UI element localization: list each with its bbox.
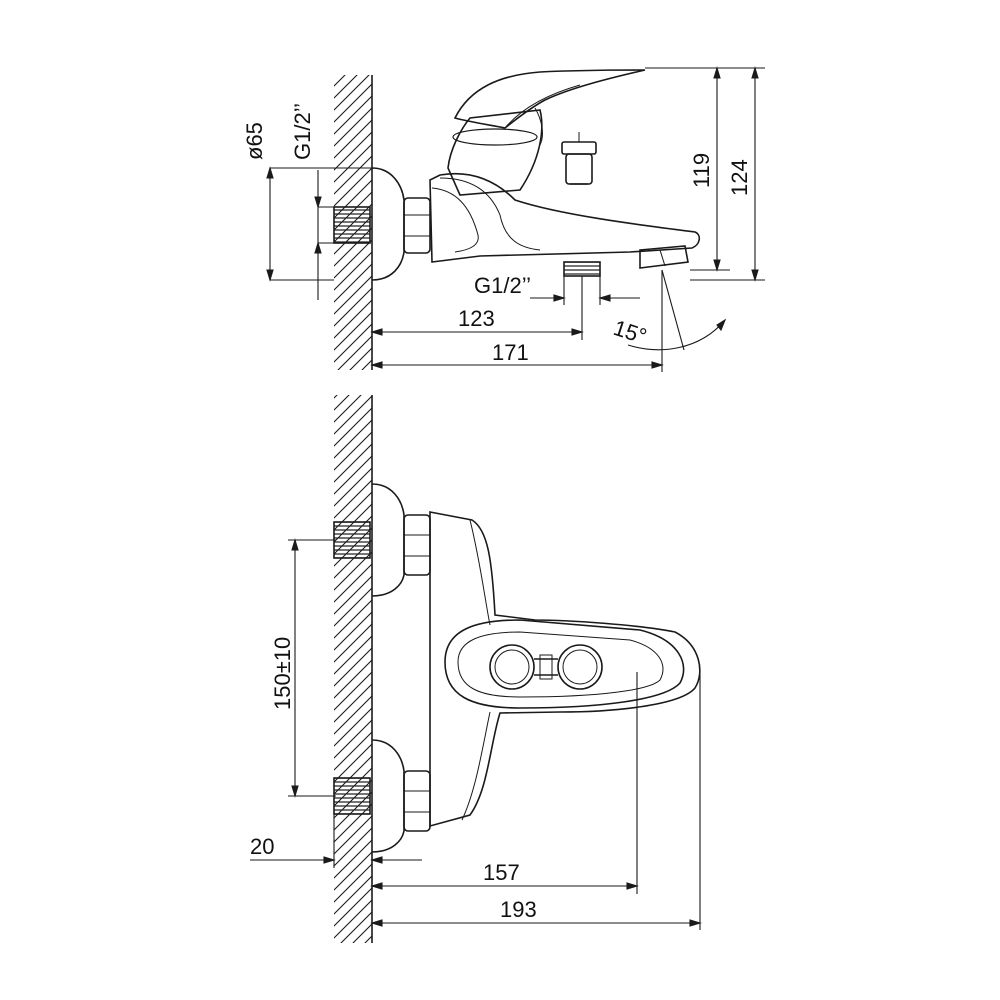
front-view-dimensions bbox=[250, 538, 702, 930]
dim-157: 157 bbox=[483, 860, 520, 885]
diverter-knob-top bbox=[565, 153, 593, 185]
side-view-dimensions bbox=[266, 66, 765, 372]
diverter-knob-right bbox=[557, 644, 603, 690]
dim-d65: ø65 bbox=[242, 122, 267, 160]
dim-171: 171 bbox=[492, 340, 529, 365]
cartridge-housing-top bbox=[447, 109, 543, 196]
mixer-body-top bbox=[429, 172, 701, 263]
lever-handle-top bbox=[453, 69, 646, 129]
diverter-cap-top bbox=[561, 141, 597, 155]
rosette-lower bbox=[371, 739, 405, 853]
dim-g12-wall: G1/2’’ bbox=[290, 103, 315, 160]
nut-upper bbox=[403, 514, 431, 576]
dim-150: 150±10 bbox=[270, 637, 295, 710]
dim-g12-outlet: G1/2’’ bbox=[474, 273, 531, 298]
wall-thread-upper bbox=[333, 521, 371, 559]
side-view bbox=[333, 69, 701, 370]
rosette-upper bbox=[371, 483, 405, 597]
mixer-body-front bbox=[429, 511, 701, 828]
front-view-labels: 150±10 20 157 193 bbox=[250, 637, 537, 922]
dim-20: 20 bbox=[250, 834, 274, 859]
nut-lower bbox=[403, 770, 431, 832]
wall-hatch-front bbox=[334, 395, 372, 943]
dim-193: 193 bbox=[500, 897, 537, 922]
wall-thread-lower bbox=[333, 777, 371, 815]
diverter-knob-left bbox=[489, 644, 535, 690]
wall-thread-top bbox=[333, 206, 371, 244]
dim-angle: 15° bbox=[610, 315, 649, 349]
outlet-thread-top bbox=[563, 261, 601, 277]
front-view bbox=[333, 395, 701, 943]
lever-handle-front bbox=[444, 619, 685, 709]
dim-124: 124 bbox=[727, 159, 752, 196]
dim-123: 123 bbox=[458, 306, 495, 331]
dim-119: 119 bbox=[689, 153, 714, 188]
spout-tip-top bbox=[639, 245, 689, 269]
rosette-top bbox=[371, 167, 405, 281]
connection-nut-top bbox=[403, 197, 431, 254]
